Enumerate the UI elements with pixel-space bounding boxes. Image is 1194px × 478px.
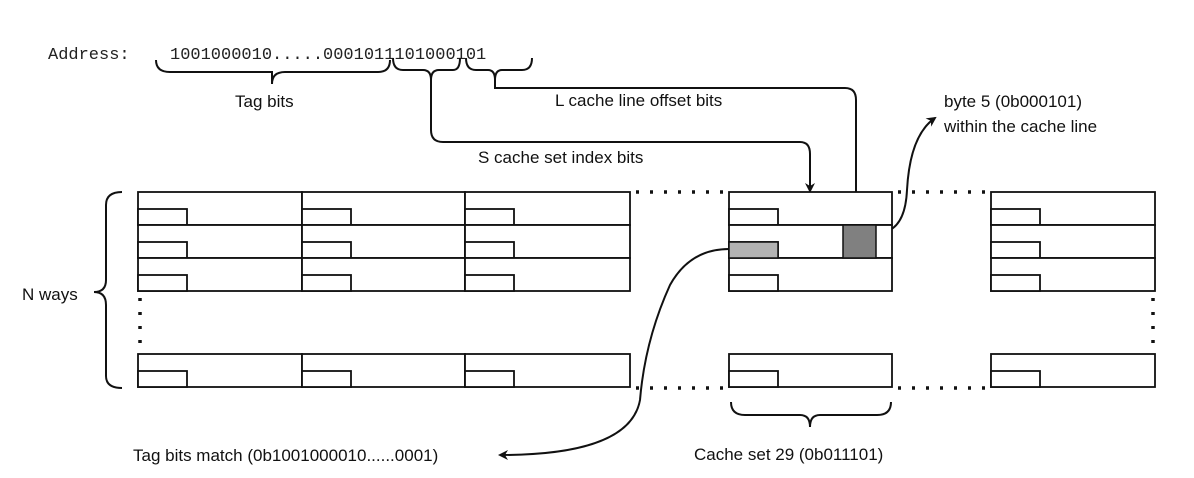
tag-field <box>990 274 1041 292</box>
tag-bits-label: Tag bits <box>235 92 294 111</box>
tag-field <box>990 370 1041 388</box>
byte-label-line2: within the cache line <box>943 117 1097 136</box>
tag-match-arrow <box>498 248 730 460</box>
tag-field <box>301 241 352 259</box>
tag-field <box>464 274 515 292</box>
n-ways-label: N ways <box>22 285 78 304</box>
tag-field <box>990 208 1041 226</box>
tag-match-label: Tag bits match (0b1001000010......0001) <box>133 446 438 465</box>
tag-field <box>728 274 779 292</box>
tag-field <box>464 208 515 226</box>
tag-field <box>464 370 515 388</box>
tag-field <box>990 241 1041 259</box>
tag-field <box>728 208 779 226</box>
tag-field <box>137 274 188 292</box>
tag-field <box>301 274 352 292</box>
target-byte-box <box>842 224 877 259</box>
tag-brace <box>155 59 391 85</box>
tag-field <box>137 208 188 226</box>
cache-set-brace <box>730 401 892 428</box>
address-label: Address: <box>48 46 130 65</box>
index-arrow <box>430 80 815 193</box>
index-bits-label: S cache set index bits <box>478 148 643 167</box>
cache-set-label: Cache set 29 (0b011101) <box>694 445 883 464</box>
matched-tag-box <box>728 241 779 259</box>
tag-field <box>301 370 352 388</box>
n-ways-brace <box>93 191 123 389</box>
tag-field <box>137 370 188 388</box>
byte-label-line1: byte 5 (0b000101) <box>944 92 1082 111</box>
tag-field <box>464 241 515 259</box>
tag-field <box>728 370 779 388</box>
address-bits: 1001000010.....0001011101000101 <box>170 46 486 65</box>
offset-bits-label: L cache line offset bits <box>555 91 722 110</box>
tag-field <box>137 241 188 259</box>
offset-arrow <box>494 80 861 226</box>
tag-field <box>301 208 352 226</box>
